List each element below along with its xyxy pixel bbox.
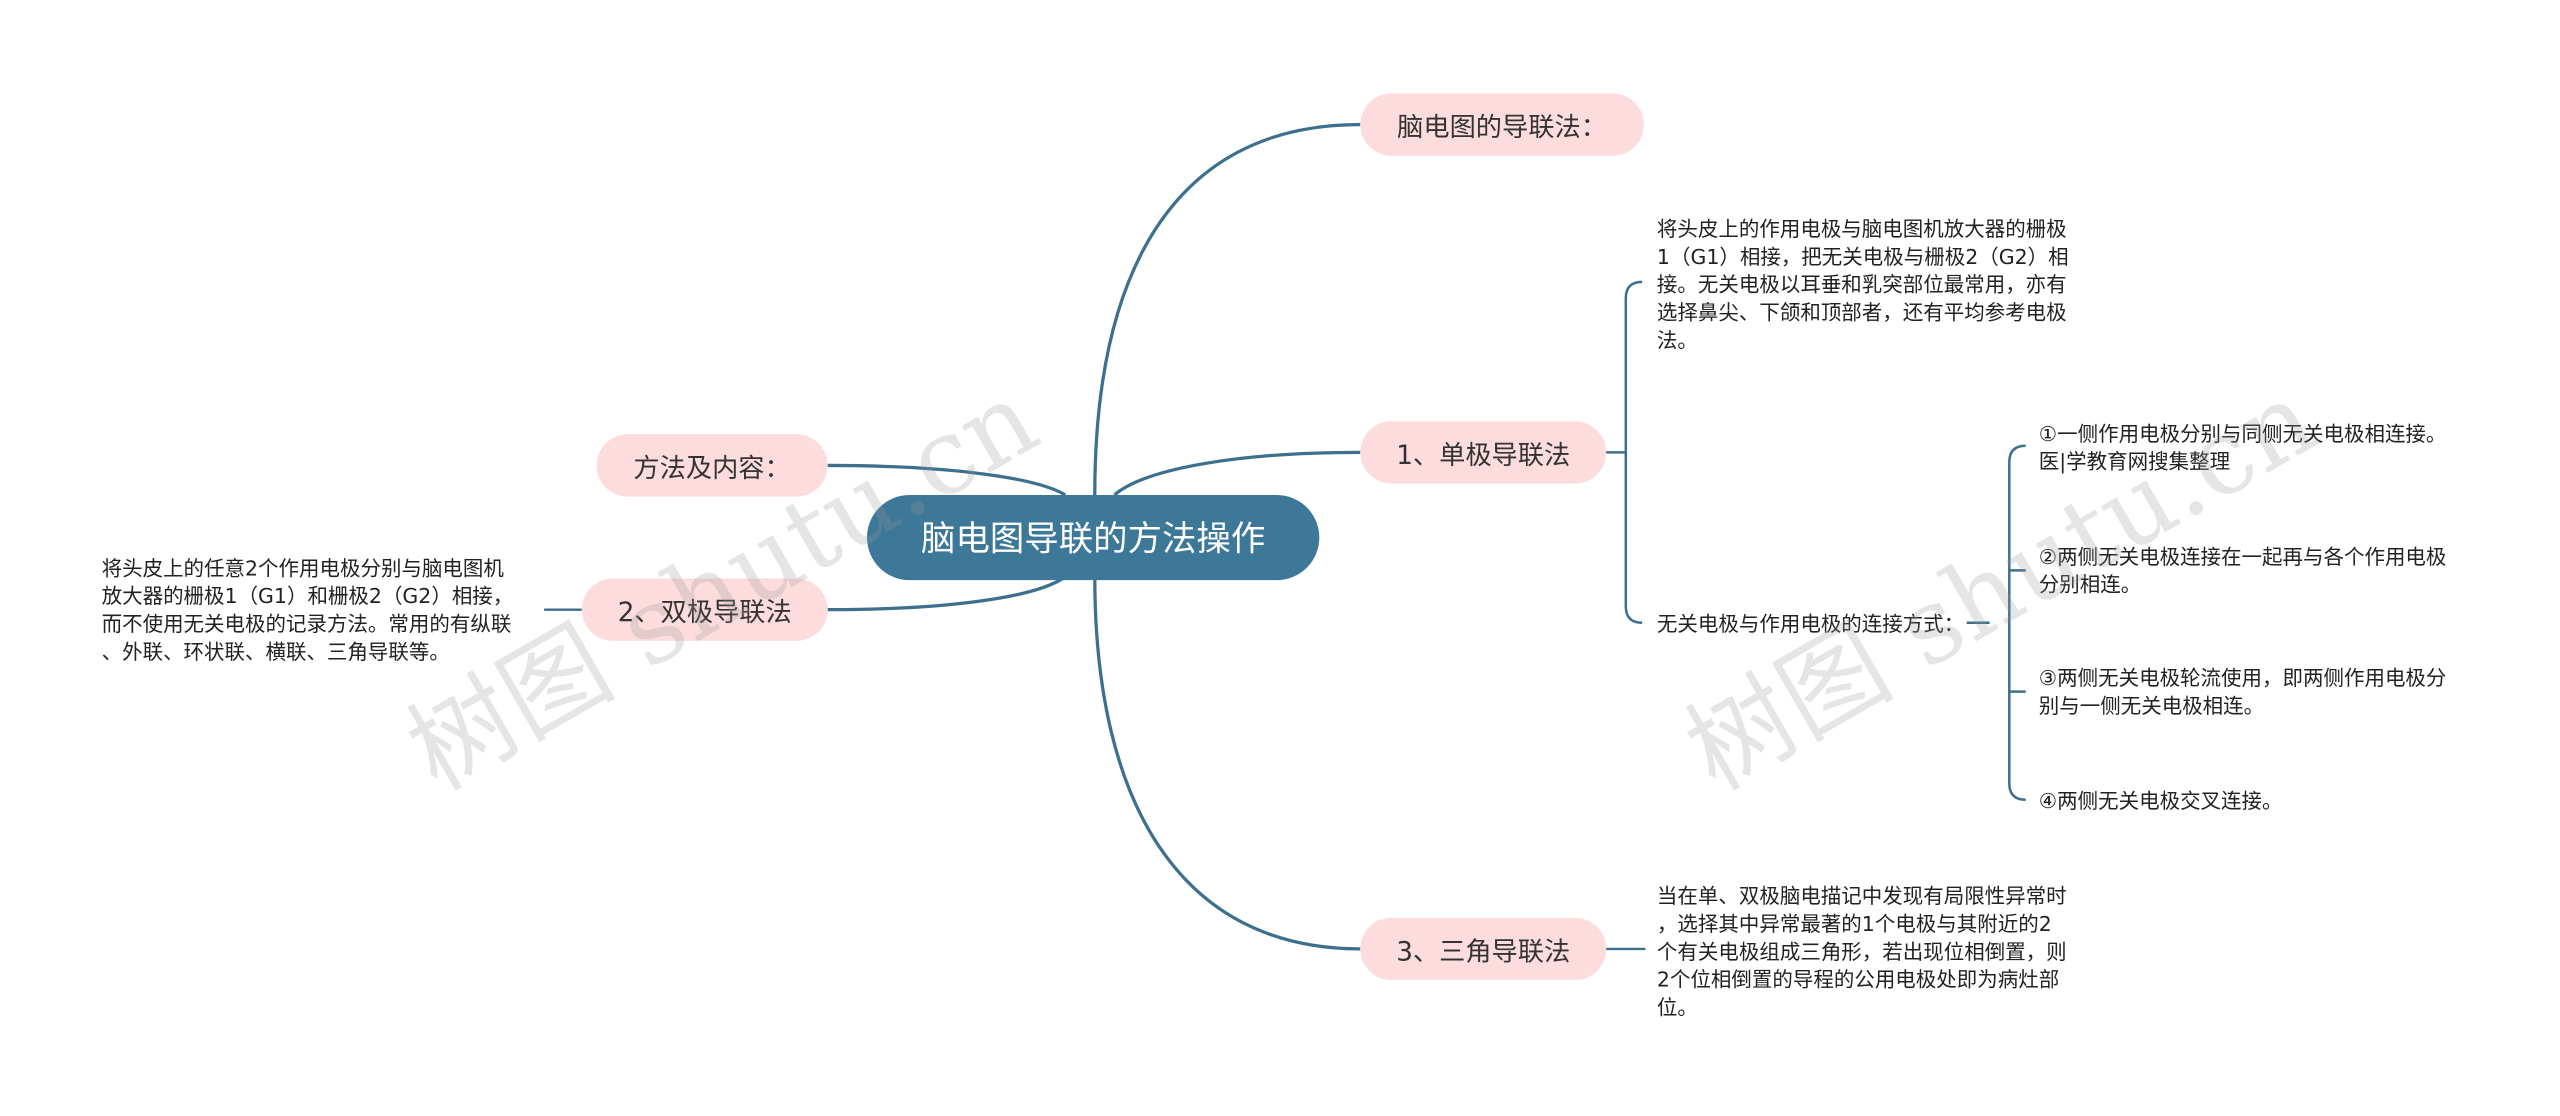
root-node[interactable]: 脑电图导联的方法操作 [866, 494, 1320, 581]
branch-triangle[interactable]: 3、三角导联法 [1360, 917, 1607, 981]
connection-method-label: 无关电极与作用电极的连接方式： [1656, 611, 1965, 636]
branch-methods[interactable]: 方法及内容： [596, 434, 828, 497]
unipolar-description: 将头皮上的作用电极与脑电图机放大器的栅极 1（G1）相接，把无关电极与栅极2（G… [1656, 216, 2069, 353]
connection-option-4: ④两侧无关电极交叉连接。 [2038, 788, 2283, 813]
connection-option-1: ①一侧作用电极分别与同侧无关电极相连接。 医|学教育网搜集整理 [2038, 421, 2447, 474]
branch-intro[interactable]: 脑电图的导联法： [1360, 93, 1644, 156]
triangle-description: 当在单、双极脑电描记中发现有局限性异常时 ，选择其中异常最著的1个电极与其附近的… [1656, 883, 2067, 1020]
bracket-connection [2008, 444, 2026, 802]
branch-unipolar[interactable]: 1、单极导联法 [1360, 421, 1607, 484]
link-root-intro [1093, 122, 1361, 495]
link-root-triangle [1093, 576, 1361, 951]
branch-bipolar[interactable]: 2、双极导联法 [581, 578, 828, 641]
connection-option-3: ③两侧无关电极轮流使用，即两侧作用电极分 别与一侧无关电极相连。 [2038, 665, 2447, 718]
link-root-unipolar [1113, 450, 1361, 497]
link-root-bipolar [827, 575, 1067, 612]
bipolar-description: 将头皮上的任意2个作用电极分别与脑电图机 放大器的栅极1（G1）和栅极2（G2）… [101, 555, 514, 664]
bracket-unipolar [1624, 280, 1643, 625]
connection-option-2: ②两侧无关电极连接在一起再与各个作用电极 分别相连。 [2038, 544, 2447, 597]
link-root-methods [827, 463, 1067, 497]
